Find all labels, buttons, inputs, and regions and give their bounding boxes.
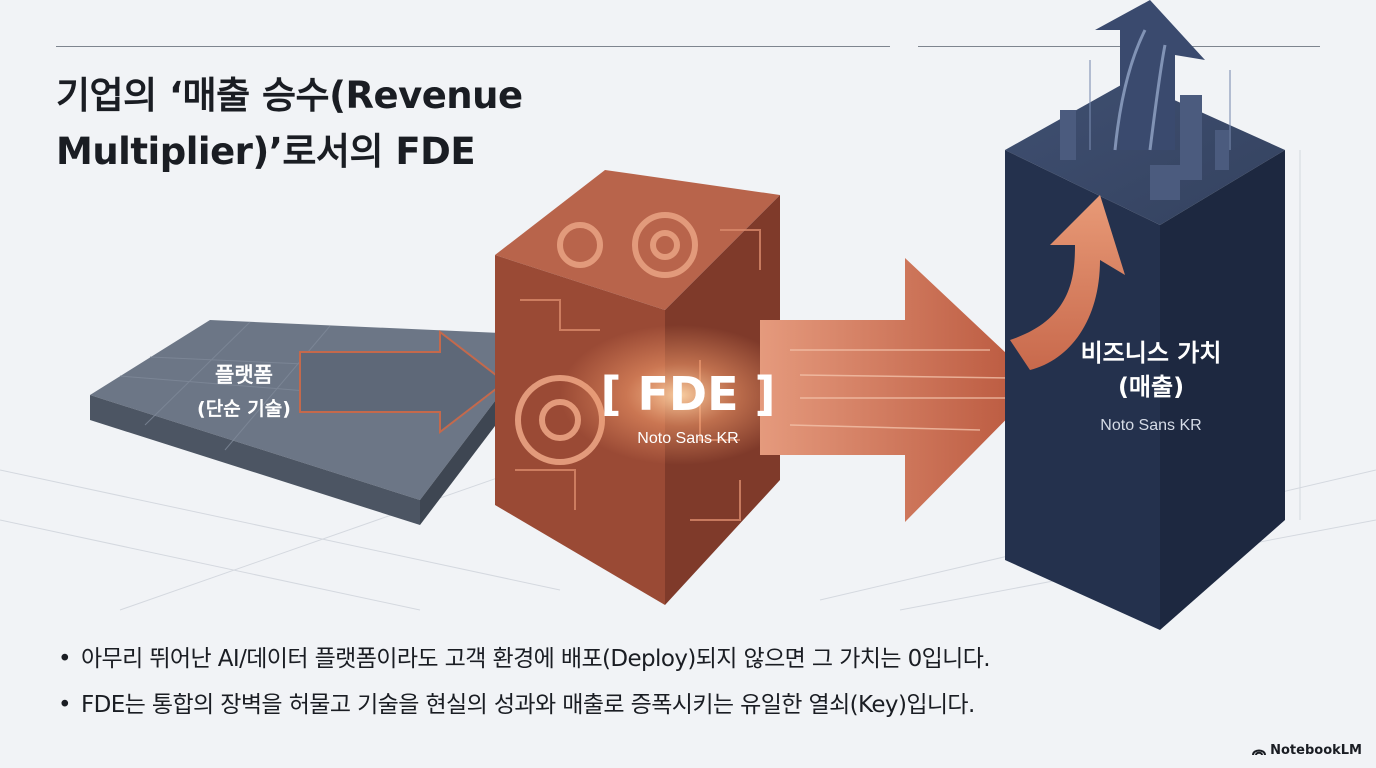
title-line-1: 기업의 ‘매출 승수(Revenue (56, 74, 523, 117)
fde-arrow (760, 258, 1040, 522)
brand-name: NotebookLM (1270, 743, 1362, 758)
top-rule-right (918, 46, 1320, 47)
fde-label: [ FDE ] (600, 367, 775, 421)
platform-sublabel: (단순 기술) (197, 398, 291, 420)
notebooklm-logo-icon (1252, 749, 1267, 756)
page-title: 기업의 ‘매출 승수(Revenue Multiplier)’로서의 FDE (56, 68, 676, 180)
value-sublabel: (매출) (1118, 373, 1184, 401)
platform-arrow (299, 329, 507, 435)
upward-arrow (1095, 0, 1205, 150)
fde-cube (495, 170, 800, 605)
bullet-list: 아무리 뛰어난 AI/데이터 플랫폼이라도 고객 환경에 배포(Deploy)되… (58, 636, 991, 728)
platform-label: 플랫폼 (215, 363, 273, 387)
platform-slab (90, 320, 545, 525)
fde-font-note: Noto Sans KR (637, 430, 738, 447)
brand-mark: NotebookLM (1252, 743, 1362, 758)
value-label: 비즈니스 가치 (1081, 339, 1222, 367)
bullet-item-1: 아무리 뛰어난 AI/데이터 플랫폼이라도 고객 환경에 배포(Deploy)되… (58, 636, 991, 682)
upward-streaks (1113, 29, 1167, 151)
top-rule-left (56, 46, 890, 47)
bullet-item-2: FDE는 통합의 장벽을 허물고 기술을 현실의 성과와 매출로 증폭시키는 유… (58, 682, 990, 728)
gear-icon (515, 212, 698, 465)
value-font-note: Noto Sans KR (1100, 417, 1201, 434)
growth-arrow (1010, 195, 1125, 370)
title-line-2: Multiplier)’로서의 FDE (56, 130, 476, 173)
